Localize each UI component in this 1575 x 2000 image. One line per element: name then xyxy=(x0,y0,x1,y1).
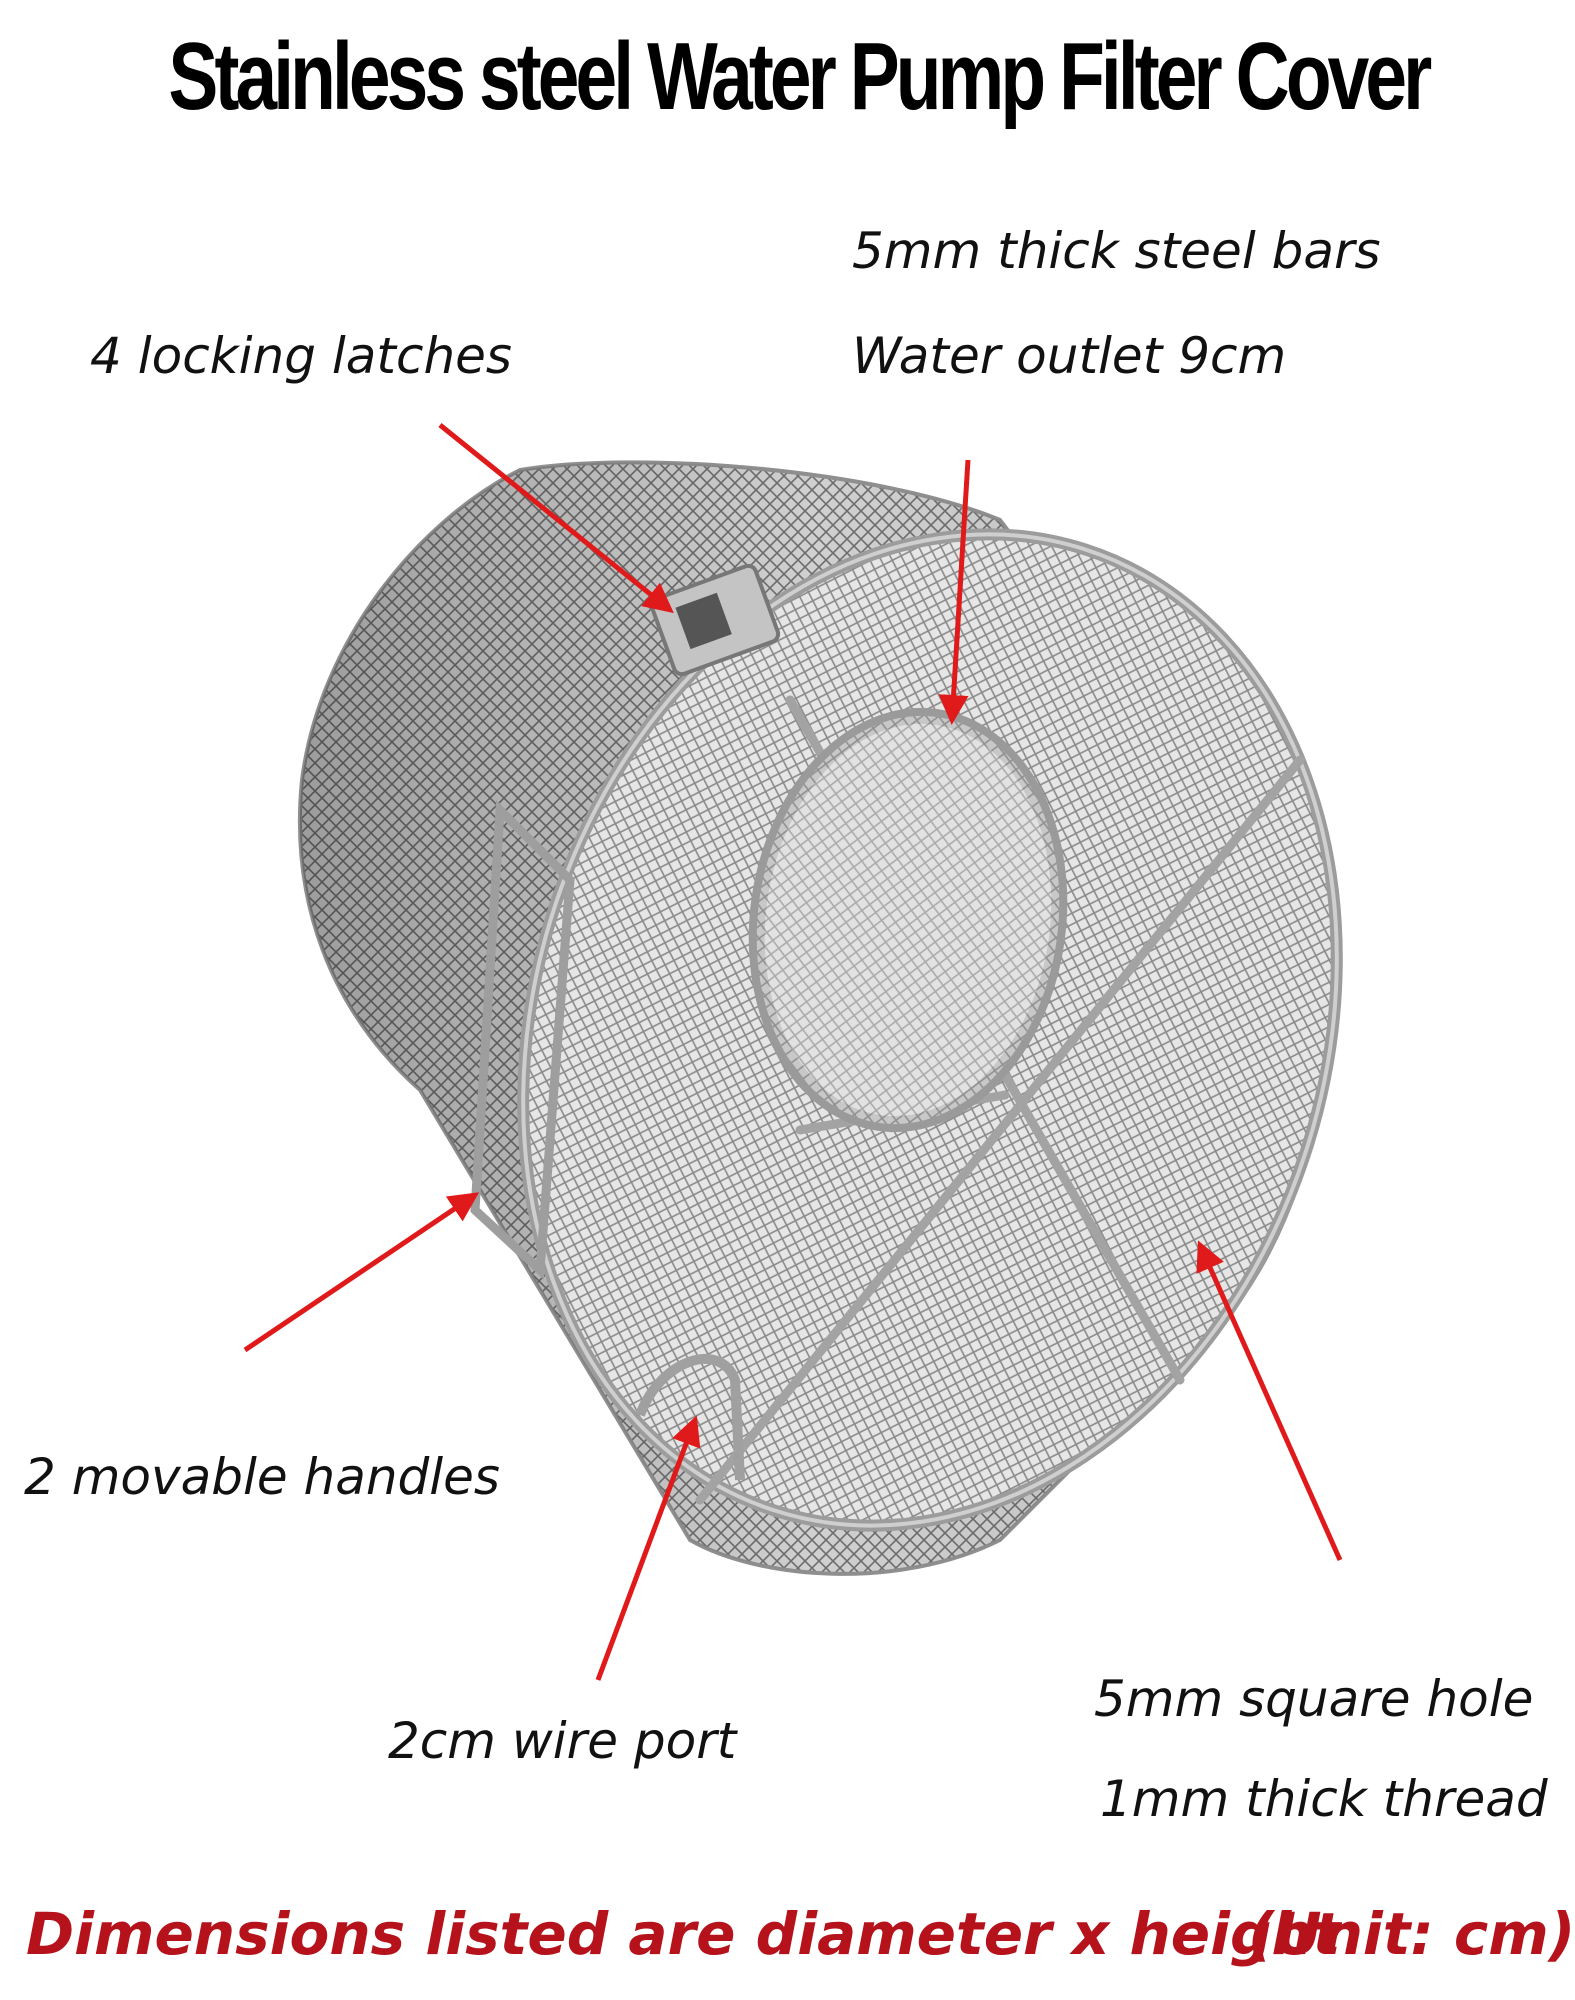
arrow-latches xyxy=(438,423,674,614)
label-steel-bars: 5mm thick steel bars xyxy=(852,222,1381,280)
filter-cover-illustration xyxy=(243,423,1343,1681)
footer-dimensions-note: Dimensions listed are diameter x height xyxy=(26,1900,1341,1968)
callout-arrows xyxy=(243,423,1343,1681)
locking-latch xyxy=(649,563,781,677)
water-outlet-ring xyxy=(748,707,1068,1133)
label-locking-latches: 4 locking latches xyxy=(90,327,512,385)
arrow-outlet xyxy=(938,459,971,725)
label-water-outlet: Water outlet 9cm xyxy=(852,327,1287,385)
label-wire-port: 2cm wire port xyxy=(388,1712,737,1770)
wire-port xyxy=(635,1354,745,1481)
arrow-square-hole xyxy=(1196,1240,1343,1562)
arrow-handles xyxy=(243,1192,480,1353)
page-title: Stainless steel Water Pump Filter Cover xyxy=(168,23,1432,130)
arrow-wire-port xyxy=(595,1415,701,1681)
label-square-hole: 5mm square hole xyxy=(1094,1670,1534,1728)
footer-unit-note: (Unit: cm) xyxy=(1248,1900,1575,1968)
label-thread: 1mm thick thread xyxy=(1100,1770,1548,1828)
movable-handle xyxy=(470,799,575,1280)
label-movable-handles: 2 movable handles xyxy=(24,1448,500,1506)
